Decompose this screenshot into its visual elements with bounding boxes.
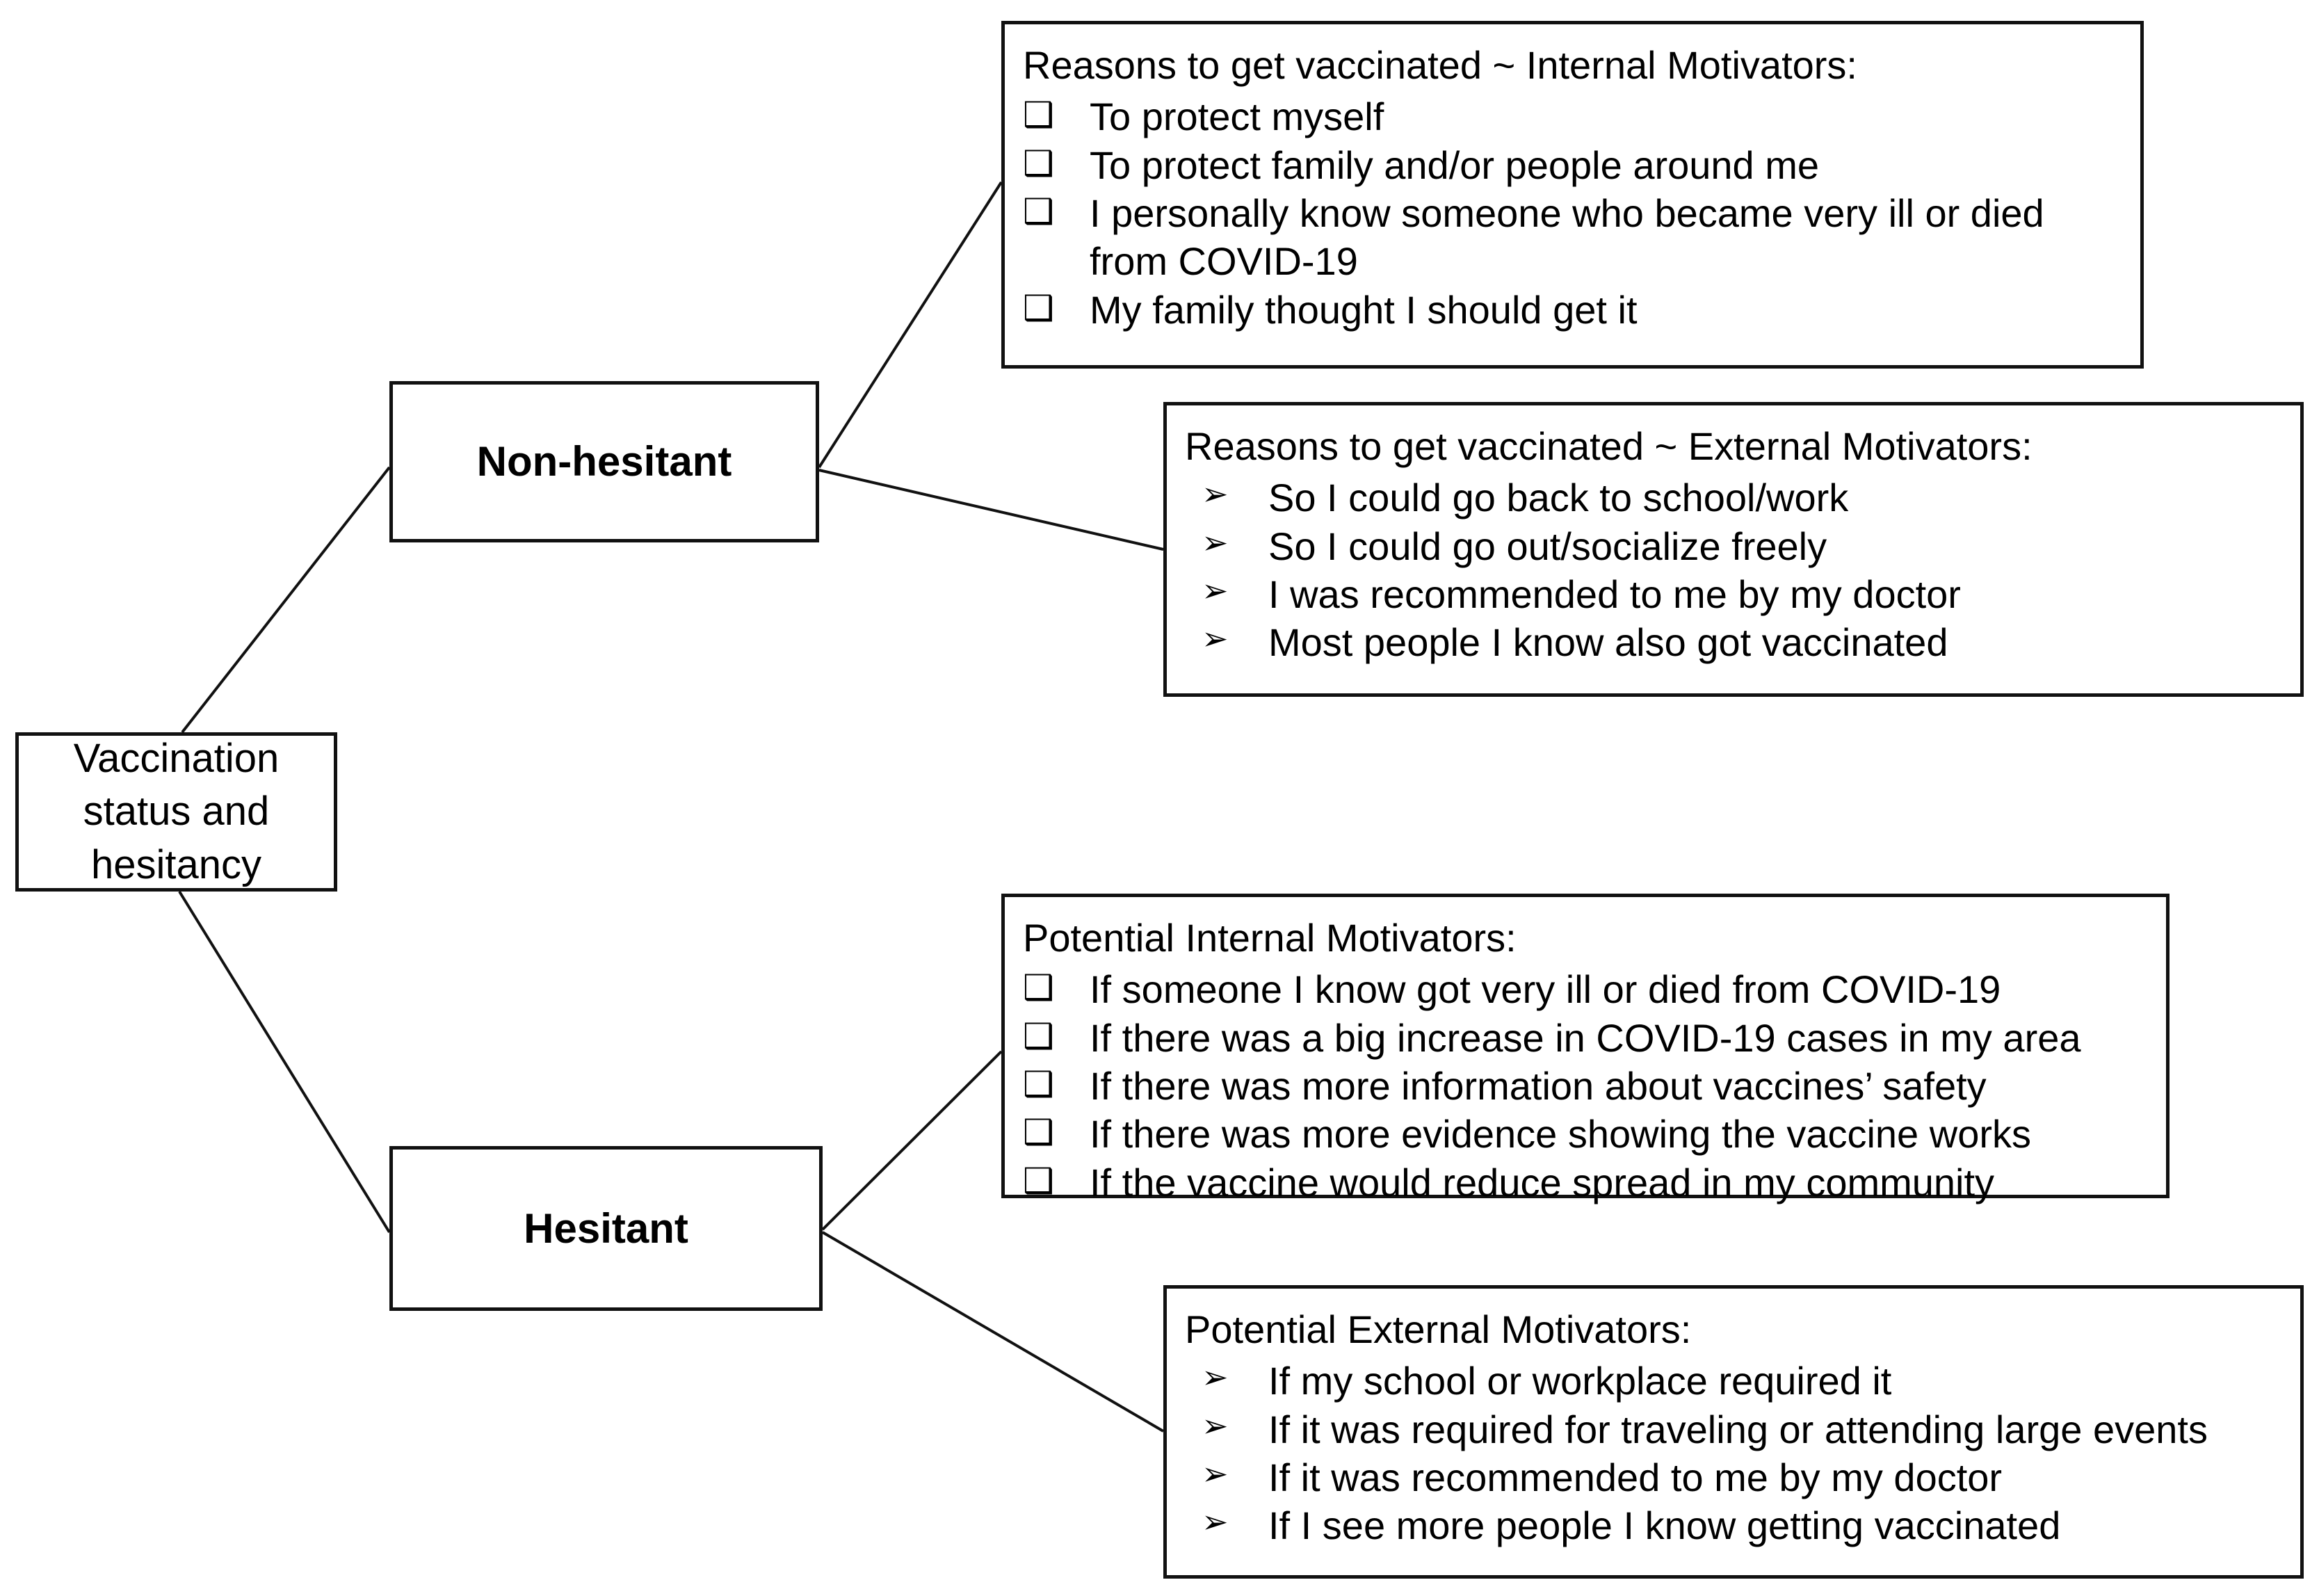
list-item: ❑ If there was more evidence showing the… [1023,1110,2151,1158]
list-item-text: If there was more evidence showing the v… [1090,1112,2031,1156]
checkbox-icon: ❑ [1023,288,1054,328]
list-item-text: If I see more people I know getting vacc… [1268,1504,2061,1548]
panel-potential-external-motivators-heading: Potential External Motivators: [1185,1307,1692,1351]
node-non-hesitant[interactable]: Non-hesitant [389,381,819,542]
panel-potential-internal-motivators[interactable]: Potential Internal Motivators: ❑ If some… [1001,894,2169,1204]
panel-internal-motivators[interactable]: Reasons to get vaccinated ~ Internal Mot… [1001,21,2144,369]
list-item: ❑ If there was a big increase in COVID-1… [1023,1014,2151,1062]
list-item: ❑ I personally know someone who became v… [1023,189,2125,286]
list-item-text: To protect myself [1090,95,1384,139]
edge-non-hesitant-to-internal [818,181,1003,469]
checkbox-icon: ❑ [1023,1161,1054,1200]
checkbox-icon: ❑ [1023,95,1054,135]
edge-root-to-non-hesitant [181,466,391,734]
panel-internal-motivators-heading: Reasons to get vaccinated ~ Internal Mot… [1023,43,1857,87]
list-item: ➢ So I could go out/socialize freely [1185,522,2285,570]
list-item-text: If there was a big increase in COVID-19 … [1090,1015,2081,1060]
arrow-bullet-icon: ➢ [1202,620,1229,657]
list-item-text: To protect family and/or people around m… [1090,143,1820,187]
list-item-text: If there was more information about vacc… [1090,1063,1987,1108]
list-item-text: I was recommended to me by my doctor [1268,572,1961,616]
non-hesitant-label: Non-hesitant [476,438,732,485]
list-item: ➢ If it was required for traveling or at… [1185,1405,2285,1453]
node-hesitant[interactable]: Hesitant [389,1146,823,1311]
panel-external-motivators[interactable]: Reasons to get vaccinated ~ External Mot… [1163,402,2304,697]
list-item: ❑ If someone I know got very ill or died… [1023,965,2151,1013]
arrow-bullet-icon: ➢ [1202,1504,1229,1540]
hesitant-label: Hesitant [524,1204,688,1252]
panel-potential-external-motivators[interactable]: Potential External Motivators: ➢ If my s… [1163,1285,2304,1579]
panel-external-motivators-list: ➢ So I could go back to school/work ➢ So… [1185,474,2285,667]
list-item-text: If it was recommended to me by my doctor [1268,1455,2003,1499]
list-item: ➢ If my school or workplace required it [1185,1357,2285,1405]
list-item: ➢ If it was recommended to me by my doct… [1185,1453,2285,1501]
checkbox-icon: ❑ [1023,143,1054,183]
list-item-text: My family thought I should get it [1090,287,1638,332]
edge-non-hesitant-to-external [818,469,1164,551]
edge-hesitant-to-potential-external [821,1231,1165,1433]
checkbox-icon: ❑ [1023,1064,1054,1104]
node-root[interactable]: Vaccination status and hesitancy [15,732,337,892]
list-item: ❑ My family thought I should get it [1023,286,2125,334]
list-item-text: If someone I know got very ill or died f… [1090,967,2001,1012]
list-item-text: If my school or workplace required it [1268,1359,1892,1403]
checkbox-icon: ❑ [1023,1113,1054,1152]
list-item-text: So I could go out/socialize freely [1268,524,1827,568]
checkbox-icon: ❑ [1023,968,1054,1008]
list-item: ➢ I was recommended to me by my doctor [1185,570,2285,618]
list-item: ❑ If there was more information about va… [1023,1062,2151,1110]
list-item: ❑ If the vaccine would reduce spread in … [1023,1159,2151,1207]
panel-potential-internal-motivators-list: ❑ If someone I know got very ill or died… [1023,965,2151,1207]
list-item: ❑ To protect myself [1023,92,2125,140]
list-item: ➢ So I could go back to school/work [1185,474,2285,522]
arrow-bullet-icon: ➢ [1202,524,1229,561]
checkbox-icon: ❑ [1023,1016,1054,1056]
arrow-bullet-icon: ➢ [1202,1359,1229,1396]
list-item-text: If it was required for traveling or atte… [1268,1407,2208,1451]
list-item-text: I personally know someone who became ver… [1090,191,2044,284]
panel-internal-motivators-list: ❑ To protect myself ❑ To protect family … [1023,92,2125,334]
panel-potential-external-motivators-list: ➢ If my school or workplace required it … [1185,1357,2285,1550]
list-item: ❑ To protect family and/or people around… [1023,141,2125,189]
list-item-text: So I could go back to school/work [1268,476,1849,520]
arrow-bullet-icon: ➢ [1202,476,1229,513]
list-item-text: Most people I know also got vaccinated [1268,620,1948,665]
panel-external-motivators-heading: Reasons to get vaccinated ~ External Mot… [1185,424,2033,468]
list-item-text: If the vaccine would reduce spread in my… [1090,1160,1995,1204]
edge-root-to-hesitant [178,890,391,1234]
list-item: ➢ Most people I know also got vaccinated [1185,618,2285,666]
root-label: Vaccination status and hesitancy [73,735,280,887]
arrow-bullet-icon: ➢ [1202,1407,1229,1444]
arrow-bullet-icon: ➢ [1202,1455,1229,1492]
edge-hesitant-to-potential-internal [821,1050,1003,1231]
list-item: ➢ If I see more people I know getting va… [1185,1501,2285,1549]
checkbox-icon: ❑ [1023,191,1054,231]
arrow-bullet-icon: ➢ [1202,572,1229,608]
panel-potential-internal-motivators-heading: Potential Internal Motivators: [1023,916,1517,960]
